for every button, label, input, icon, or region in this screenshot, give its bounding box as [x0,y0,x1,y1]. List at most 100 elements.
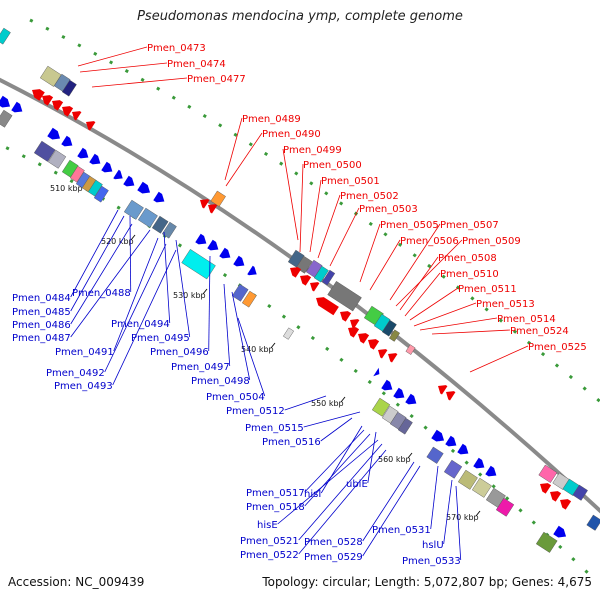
tick-mark [202,288,208,295]
label-leader-line [129,215,132,293]
gene-label[interactable]: Pmen_0500 [303,160,362,171]
gene-label[interactable]: Pmen_0485 [12,307,71,318]
forward-gene-arrow [11,101,23,113]
gene-box [327,281,362,312]
gene-label[interactable]: Pmen_0509 [462,236,521,247]
gene-label[interactable]: Pmen_0514 [497,314,556,325]
gene-label[interactable]: Pmen_0516 [262,437,321,448]
tick-label: 550 kbp [311,399,344,408]
gene-label[interactable]: Pmen_0533 [402,556,461,567]
gene-label[interactable]: Pmen_0528 [304,537,363,548]
gene-label[interactable]: Pmen_0504 [206,392,265,403]
gene-label[interactable]: hisI [304,489,321,500]
label-leader-line [70,229,151,338]
gene-label[interactable]: Pmen_0522 [240,550,299,561]
reverse-gene-arrow [86,121,96,131]
gene-label[interactable]: Pmen_0503 [359,204,418,215]
tick-mark [407,452,413,459]
gene-label[interactable]: Pmen_0499 [283,145,342,156]
gene-label[interactable]: Pmen_0486 [12,320,71,331]
gene-box [61,79,77,97]
gene-label[interactable]: Pmen_0521 [240,536,299,547]
reverse-gene-arrow [378,349,388,359]
gene-label[interactable]: hslU [422,540,444,551]
gene-label[interactable]: Pmen_0494 [111,319,170,330]
gene-label[interactable]: Pmen_0515 [245,423,304,434]
label-leader-line [455,485,462,561]
forward-gene-arrow [247,265,257,276]
gene-label[interactable]: Pmen_0512 [226,406,285,417]
gene-label[interactable]: Pmen_0495 [131,333,190,344]
gene-label[interactable]: Pmen_0484 [12,293,71,304]
reverse-gene-arrow [350,319,360,329]
forward-gene-arrow [207,239,219,251]
gene-label[interactable]: Pmen_0498 [191,376,250,387]
label-leader-line [237,317,266,397]
forward-gene-arrow [77,147,89,159]
gene-box [538,464,558,483]
label-leader-line [298,443,383,541]
gene-label[interactable]: Pmen_0525 [528,342,587,353]
reverse-gene-arrow [208,204,218,214]
forward-gene-arrow [89,153,101,165]
gene-box [381,319,397,337]
gene-label[interactable]: Pmen_0513 [476,299,535,310]
gene-label[interactable]: hisE [257,520,278,531]
gene-label[interactable]: Pmen_0477 [187,74,246,85]
reverse-gene-arrow [550,491,562,502]
gene-label[interactable]: Pmen_0508 [438,253,497,264]
gene-box [161,221,177,239]
forward-gene-arrow [219,247,231,259]
gene-label[interactable]: Pmen_0473 [147,43,206,54]
gene-box [69,165,85,183]
label-leader-line [70,209,119,298]
gene-label[interactable]: Pmen_0489 [242,114,301,125]
gene-label[interactable]: Pmen_0487 [12,333,71,344]
gene-label[interactable]: Pmen_0501 [321,176,380,187]
gene-label[interactable]: Pmen_0493 [54,381,113,392]
gene-box [457,469,478,490]
forward-gene-arrow [405,393,417,405]
gene-box [572,484,588,501]
gene-box [321,269,336,286]
gene-label[interactable]: Pmen_0529 [304,552,363,563]
gene-label[interactable]: Pmen_0490 [262,129,321,140]
reverse-gene-arrow [300,275,312,286]
gene-label[interactable]: Pmen_0510 [440,269,499,280]
gene-box [0,27,11,45]
gene-box [87,179,103,197]
gene-label[interactable]: Pmen_0491 [55,347,114,358]
label-leader-line [223,283,231,367]
gene-label[interactable]: Pmen_0524 [510,326,569,337]
gene-features [0,27,600,553]
gene-box [47,149,67,169]
reverse-gene-arrow [340,311,352,322]
tick-mark [475,510,481,517]
gene-label[interactable]: Pmen_0511 [458,284,517,295]
gene-label[interactable]: Pmen_0497 [171,362,230,373]
gene-label[interactable]: Pmen_0507 [440,220,499,231]
label-leader-line [79,62,168,73]
label-leader-line [224,117,243,181]
inner-dot-track [0,143,592,577]
gene-label[interactable]: Pmen_0496 [150,347,209,358]
gene-label[interactable]: Pmen_0505 [380,220,439,231]
label-leader-line [91,77,188,88]
label-leader-line [409,287,459,321]
gene-label[interactable]: Pmen_0502 [340,191,399,202]
gene-label[interactable]: Pmen_0506 [400,236,459,247]
forward-gene-arrow [431,429,445,442]
label-leader-line [359,223,381,283]
gene-label[interactable]: Pmen_0517 [246,488,305,499]
gene-label[interactable]: Pmen_0531 [372,525,431,536]
label-leader-line [329,207,360,267]
gene-label[interactable]: Pmen_0488 [72,288,131,299]
gene-label[interactable]: Pmen_0492 [46,368,105,379]
reverse-gene-arrow [32,89,45,101]
gene-label[interactable]: ubiE [346,479,368,490]
label-leader-line [163,231,171,324]
gene-label[interactable]: Pmen_0474 [167,59,226,70]
gene-label[interactable]: Pmen_0518 [246,502,305,513]
forward-gene-arrow [0,95,11,108]
